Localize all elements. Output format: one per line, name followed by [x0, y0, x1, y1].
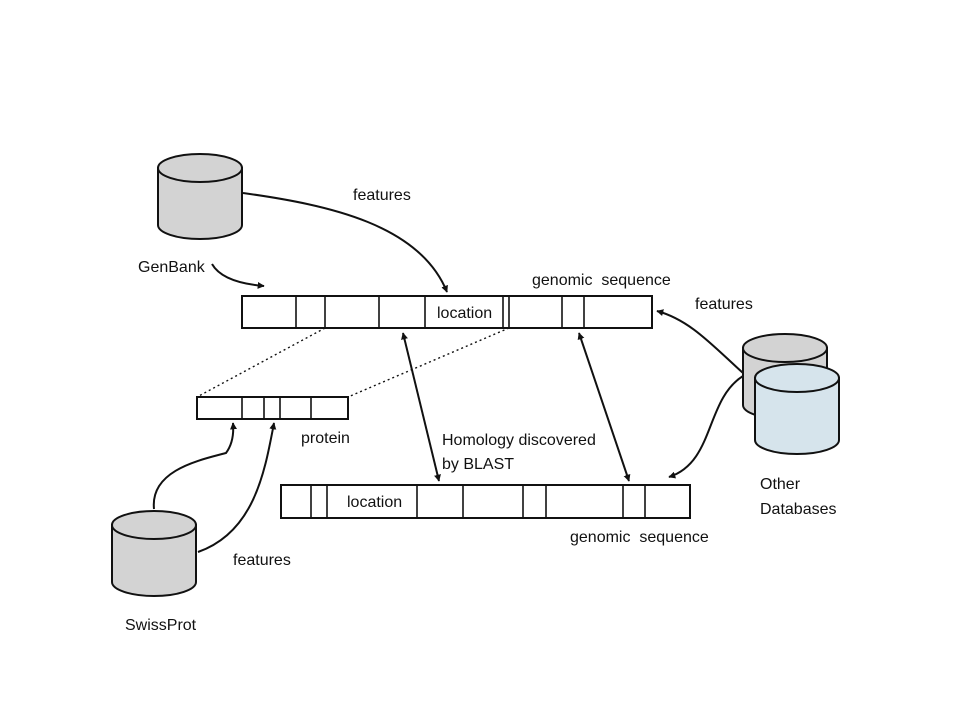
- top-location-label: location: [437, 305, 492, 322]
- homology-label-line1: Homology discovered: [442, 432, 596, 449]
- other-databases-label-line1: Other: [760, 476, 801, 493]
- top-genomic-sequence-bar: [241, 295, 653, 329]
- bottom-genomic-sequence-bar: [280, 484, 691, 519]
- swissprot-database-icon: [111, 510, 197, 597]
- other-db-to-bottom-sequence-arrow: [668, 375, 744, 479]
- genbank-features-label: features: [353, 187, 411, 204]
- genbank-label: GenBank: [138, 259, 206, 276]
- homology-label-line2: by BLAST: [442, 456, 514, 473]
- genbank-to-sequence-arrow: [211, 263, 265, 289]
- other-databases-icon: [742, 333, 840, 455]
- other-db-features-arrow: [656, 309, 744, 374]
- swissprot-to-protein-arrow: [152, 422, 238, 510]
- protein-bar: [196, 396, 349, 420]
- projection-line-right: [347, 327, 510, 398]
- swissprot-features-label: features: [233, 552, 291, 569]
- genbank-database-icon: [157, 153, 243, 240]
- other-databases-label-line2: Databases: [760, 501, 837, 518]
- protein-label: protein: [301, 430, 350, 447]
- homology-arrow-left: [401, 332, 441, 482]
- projection-line-left: [196, 327, 326, 398]
- bottom-location-label: location: [347, 494, 402, 511]
- swissprot-label: SwissProt: [125, 617, 197, 634]
- top-genomic-sequence-label: genomic sequence: [532, 272, 671, 289]
- swissprot-features-arrow: [197, 422, 277, 553]
- homology-arrow-right: [577, 332, 631, 482]
- bottom-genomic-sequence-label: genomic sequence: [570, 529, 709, 546]
- genbank-features-arrow: [242, 192, 448, 293]
- other-db-features-label: features: [695, 296, 753, 313]
